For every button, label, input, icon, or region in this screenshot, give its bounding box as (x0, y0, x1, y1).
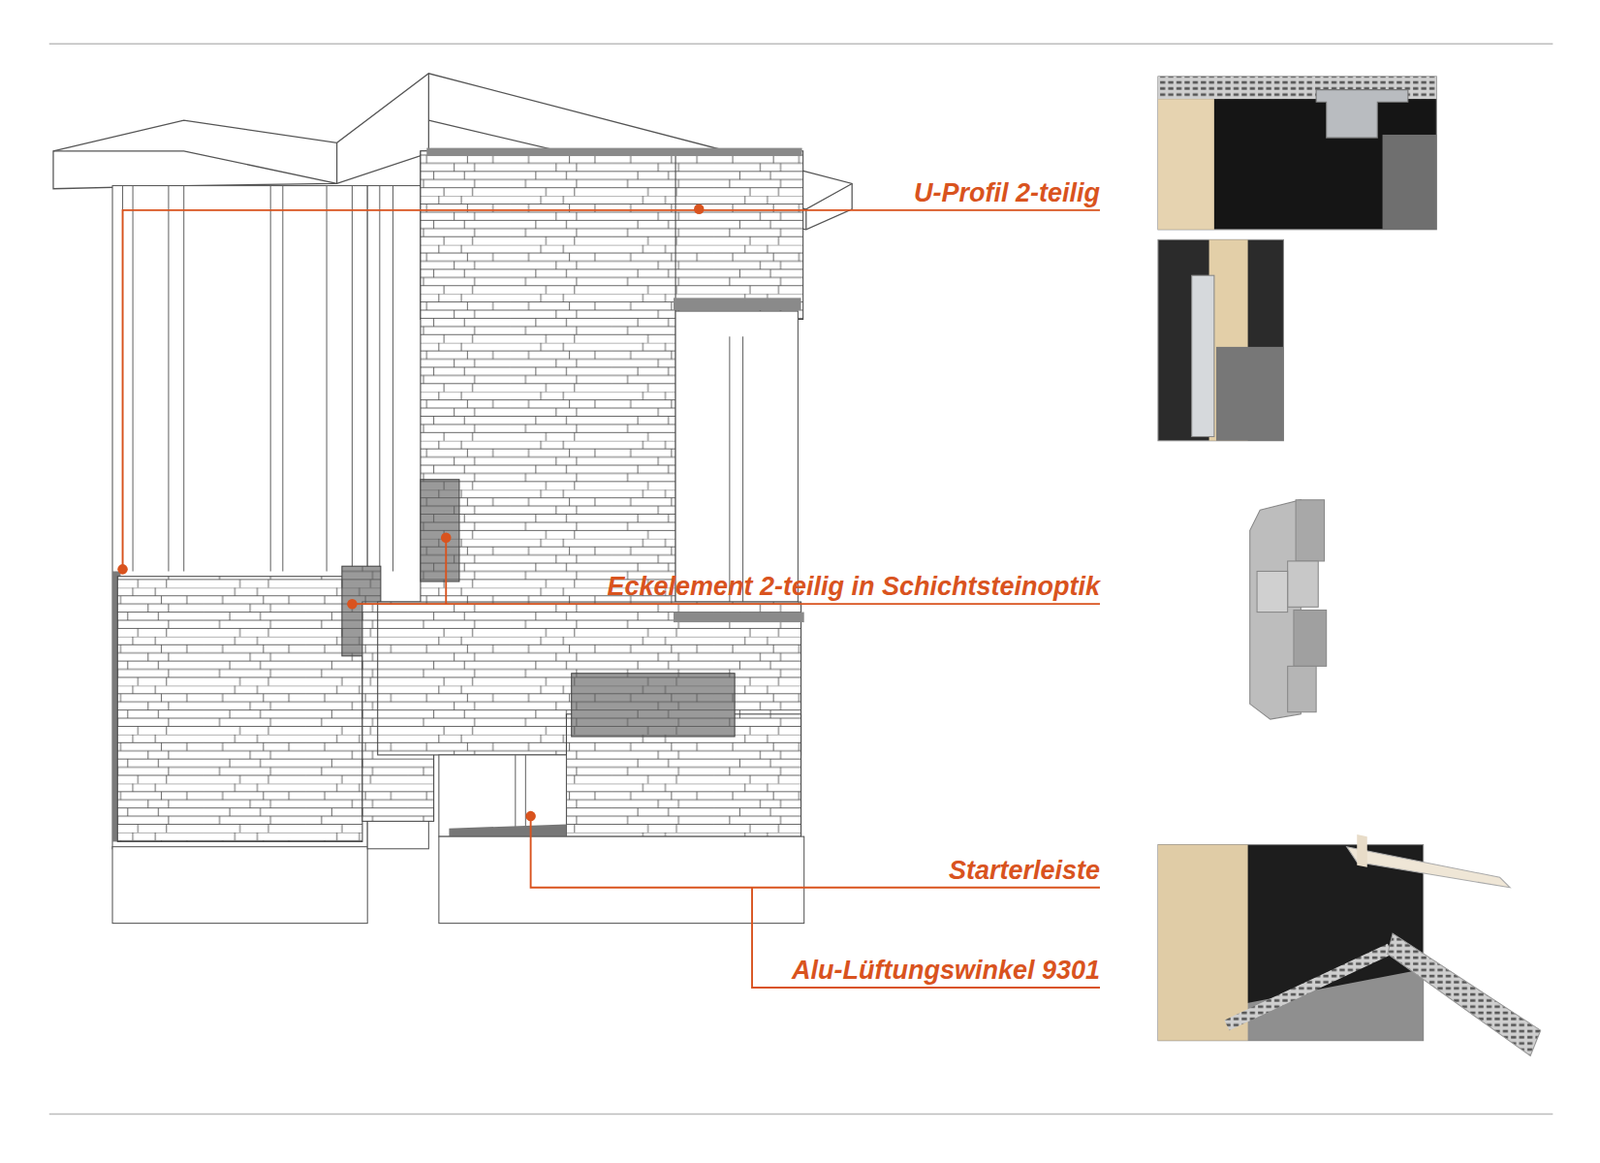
callout-label: U-Profil 2-teilig (913, 178, 1100, 209)
callout-label: Alu-Lüftungswinkel 9301 (791, 955, 1100, 986)
callout-label: Eckelement 2-teilig in Schichtsteinoptik (606, 571, 1100, 602)
callout-label: Starterleiste (948, 855, 1100, 886)
